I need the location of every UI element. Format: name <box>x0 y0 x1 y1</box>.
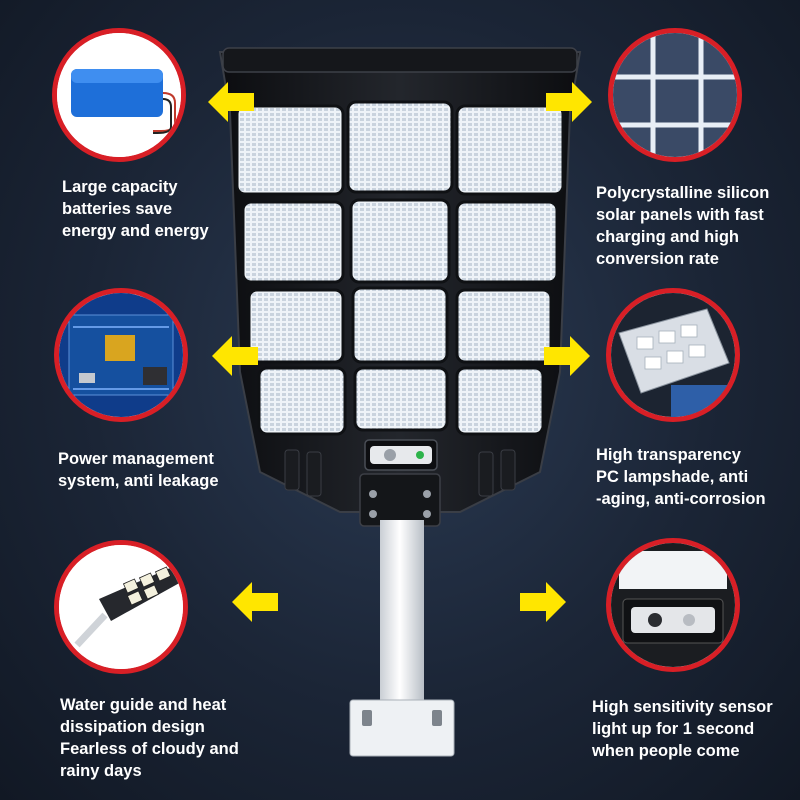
led-module-icon <box>611 293 735 417</box>
circuit-board-icon <box>59 293 183 417</box>
solar-panel-icon <box>613 33 737 157</box>
arrow-right-icon <box>546 82 592 122</box>
motion-sensor-icon <box>384 449 396 461</box>
solar-caption: Polycrystalline silicon solar panels wit… <box>596 182 769 270</box>
caption-line: Water guide and heat <box>60 696 227 714</box>
motion-sensor-icon <box>611 543 735 667</box>
caption-line: rainy days <box>60 762 142 780</box>
caption-line: conversion rate <box>596 250 719 268</box>
solar-feature-image <box>608 28 742 162</box>
battery-caption: Large capacity batteries save energy and… <box>62 176 209 242</box>
caption-line: -aging, anti-corrosion <box>596 490 766 508</box>
power-caption: Power management system, anti leakage <box>58 448 219 492</box>
caption-line: High transparency <box>596 446 741 464</box>
power-feature-image <box>54 288 188 422</box>
sensor-window <box>370 446 432 464</box>
sensor-caption: High sensitivity sensor light up for 1 s… <box>592 696 773 762</box>
water-caption: Water guide and heat dissipation design … <box>60 694 239 782</box>
caption-line: Large capacity <box>62 178 178 196</box>
caption-line: solar panels with fast <box>596 206 764 224</box>
caption-line: system, anti leakage <box>58 472 219 490</box>
shade-feature-image <box>606 288 740 422</box>
caption-line: light up for 1 second <box>592 720 755 738</box>
caption-line: Polycrystalline silicon <box>596 184 770 202</box>
caption-line: Power management <box>58 450 214 468</box>
caption-line: Fearless of cloudy and <box>60 740 239 758</box>
arrow-left-icon <box>208 82 254 122</box>
caption-line: dissipation design <box>60 718 205 736</box>
shade-caption: High transparency PC lampshade, anti -ag… <box>596 444 766 510</box>
caption-line: energy and energy <box>62 222 209 240</box>
solar-street-lamp <box>218 47 582 527</box>
battery-feature-image <box>52 28 186 162</box>
caption-line: when people come <box>592 742 740 760</box>
caption-line: charging and high <box>596 228 739 246</box>
arrow-left-icon <box>232 582 278 622</box>
caption-line: High sensitivity sensor <box>592 698 773 716</box>
street-lamp-icon <box>59 545 183 669</box>
led-panel-grid <box>235 100 565 436</box>
battery-pack-icon <box>57 33 181 157</box>
caption-line: batteries save <box>62 200 173 218</box>
lamp-pole <box>349 520 455 757</box>
arrow-right-icon <box>544 336 590 376</box>
sensor-feature-image <box>606 538 740 672</box>
arrow-left-icon <box>212 336 258 376</box>
water-feature-image <box>54 540 188 674</box>
arrow-right-icon <box>520 582 566 622</box>
caption-line: PC lampshade, anti <box>596 468 749 486</box>
